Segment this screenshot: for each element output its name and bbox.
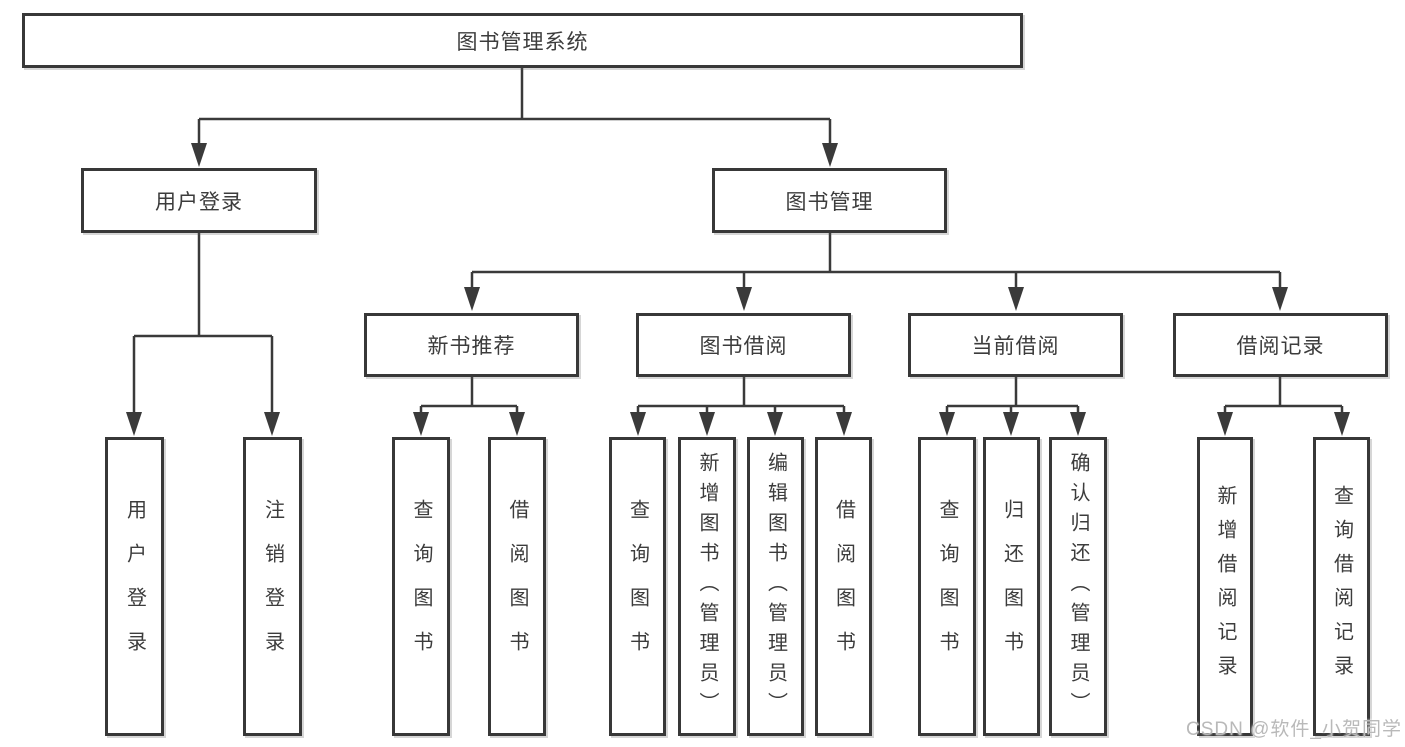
arrowhead <box>630 412 646 436</box>
leaf-add-books-admin: 新增图书（管理员） <box>678 437 736 736</box>
arrowhead <box>736 287 752 311</box>
arrowhead <box>767 412 783 436</box>
leaf-user-login: 用户登录 <box>105 437 164 736</box>
arrowhead <box>1070 412 1086 436</box>
leaf-query-books-newbooks: 查询图书 <box>392 437 450 736</box>
arrowhead <box>822 143 838 167</box>
arrowhead <box>464 287 480 311</box>
node-new-book-recommendation: 新书推荐 <box>364 313 579 377</box>
node-library-management-system: 图书管理系统 <box>22 13 1023 68</box>
edge-current-borrow-children <box>939 377 1086 436</box>
arrowhead <box>191 143 207 167</box>
arrowhead <box>836 412 852 436</box>
arrowhead <box>1008 287 1024 311</box>
leaf-confirm-return-admin: 确认归还（管理员） <box>1049 437 1107 736</box>
csdn-watermark: CSDN @软件_小贺同学 <box>1186 719 1402 740</box>
leaf-return-books: 归还图书 <box>983 437 1040 736</box>
edge-new-books-children <box>413 377 525 436</box>
arrowhead <box>413 412 429 436</box>
arrowhead <box>699 412 715 436</box>
leaf-logout: 注销登录 <box>243 437 302 736</box>
arrowhead <box>1272 287 1288 311</box>
node-book-borrowing: 图书借阅 <box>636 313 851 377</box>
arrowhead <box>939 412 955 436</box>
arrowhead <box>1334 412 1350 436</box>
node-borrowing-records: 借阅记录 <box>1173 313 1388 377</box>
leaf-edit-books-admin: 编辑图书（管理员） <box>747 437 804 736</box>
edge-book-borrow-children <box>630 377 852 436</box>
edge-user-login-children <box>126 233 280 436</box>
leaf-query-books-current: 查询图书 <box>918 437 976 736</box>
node-book-management: 图书管理 <box>712 168 947 233</box>
edge-book-mgmt-children <box>464 233 1288 311</box>
arrowhead <box>126 412 142 436</box>
arrowhead <box>1003 412 1019 436</box>
leaf-add-borrow-record: 新增借阅记录 <box>1197 437 1253 736</box>
node-user-login: 用户登录 <box>81 168 317 233</box>
arrowhead <box>264 412 280 436</box>
node-current-borrowing: 当前借阅 <box>908 313 1123 377</box>
leaf-query-borrow-record: 查询借阅记录 <box>1313 437 1370 736</box>
arrowhead <box>509 412 525 436</box>
leaf-borrow-books-newbooks: 借阅图书 <box>488 437 546 736</box>
edge-borrow-records-children <box>1217 377 1350 436</box>
edge-root-to-level2 <box>191 68 838 167</box>
leaf-borrow-books-borrow: 借阅图书 <box>815 437 872 736</box>
arrowhead <box>1217 412 1233 436</box>
leaf-query-books-borrow: 查询图书 <box>609 437 666 736</box>
